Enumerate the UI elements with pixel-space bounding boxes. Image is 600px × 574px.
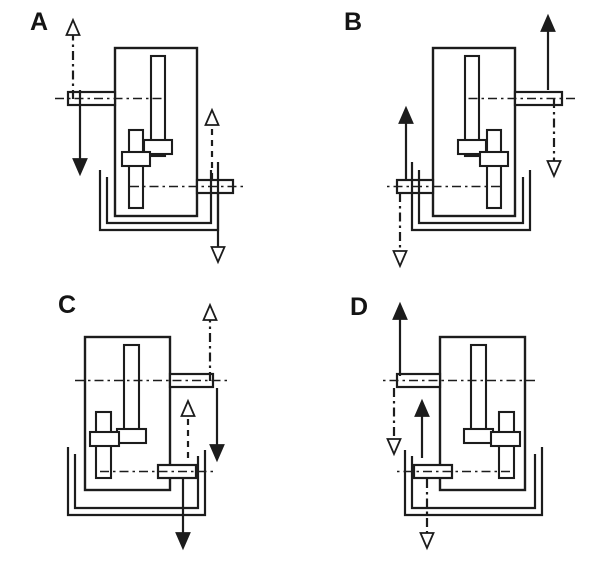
solid-arrowhead (392, 301, 408, 320)
gear (115, 427, 148, 445)
gearbox-body (66, 335, 228, 517)
gearbox-schematic-B (386, 13, 575, 269)
gear (120, 150, 152, 168)
hollow-arrowhead (65, 17, 81, 36)
gearbox-drawing-d (300, 287, 600, 574)
output-shaft-up-arrow-hollow-up (204, 107, 220, 179)
gearbox-drawing-a (0, 0, 300, 287)
frame-bracket (66, 447, 207, 517)
output-shaft-down-arrow-solid-down (175, 479, 191, 551)
solid-arrowhead (209, 444, 225, 463)
input-shaft-up-arrow-solid-up (540, 13, 556, 90)
input-shaft-up-arrow-hollow-up (65, 17, 81, 99)
panel-b: B (300, 0, 600, 287)
gear (127, 128, 145, 210)
gear (149, 54, 167, 158)
gearbox-schematic-A (55, 17, 244, 265)
input-shaft-down-arrow-solid-down (72, 90, 88, 177)
gear (122, 343, 141, 437)
gear (463, 54, 481, 158)
solid-arrowhead (414, 398, 430, 417)
frame-bracket (403, 447, 544, 517)
output-shaft-up-arrow-solid-up (398, 105, 414, 179)
input-shaft-up-arrow-hollow-up (202, 302, 218, 381)
gearbox-body (386, 46, 575, 232)
input-shaft-down-arrow-hollow-down (546, 99, 562, 179)
panel-a: A (0, 0, 300, 287)
solid-arrowhead (72, 158, 88, 177)
gearbox-schematic-D (382, 301, 544, 551)
panel-label-c: C (58, 291, 78, 319)
panel-label-a: A (30, 8, 50, 36)
solid-arrowhead (398, 105, 414, 124)
hollow-arrowhead (386, 438, 402, 457)
hollow-arrowhead (546, 160, 562, 179)
output-shaft-down-arrow-hollow-down (210, 193, 226, 265)
shaft (412, 463, 454, 480)
hollow-arrowhead (392, 250, 408, 269)
shaft (156, 463, 198, 480)
panel-label-d: D (350, 293, 370, 321)
panel-label-b: B (344, 8, 364, 36)
gearbox-body (55, 46, 244, 232)
frame-bracket (73, 454, 200, 510)
input-shaft-down-arrow-solid-down (209, 388, 225, 463)
gear (462, 427, 495, 445)
gear (485, 128, 503, 210)
frame-bracket (410, 454, 537, 510)
solid-arrowhead (175, 532, 191, 551)
hollow-arrowhead (204, 107, 220, 126)
input-shaft-down-arrow-hollow-down (386, 388, 402, 457)
gearbox-drawing-b (300, 0, 600, 287)
gear (478, 150, 510, 168)
gearbox-drawing-c (0, 287, 300, 574)
gearbox-schematic-C (66, 302, 228, 551)
hollow-arrowhead (419, 532, 435, 551)
output-shaft-up-arrow-hollow-up (180, 398, 196, 458)
hollow-arrowhead (210, 246, 226, 265)
panel-d: D (300, 287, 600, 574)
frame-bracket (105, 170, 213, 225)
input-shaft-up-arrow-solid-up (392, 301, 408, 376)
solid-arrowhead (540, 13, 556, 32)
output-shaft-up-arrow-solid-up (414, 398, 430, 458)
hollow-arrowhead (180, 398, 196, 417)
gear (489, 430, 522, 448)
frame-bracket (417, 170, 525, 225)
output-shaft-down-arrow-hollow-down (392, 193, 408, 269)
output-shaft-down-arrow-hollow-down (419, 479, 435, 551)
gear (469, 343, 488, 437)
gearbox-body (382, 335, 544, 517)
gear (88, 430, 121, 448)
panel-c: C (0, 287, 300, 574)
hollow-arrowhead (202, 302, 218, 321)
frame-bracket (410, 162, 532, 232)
